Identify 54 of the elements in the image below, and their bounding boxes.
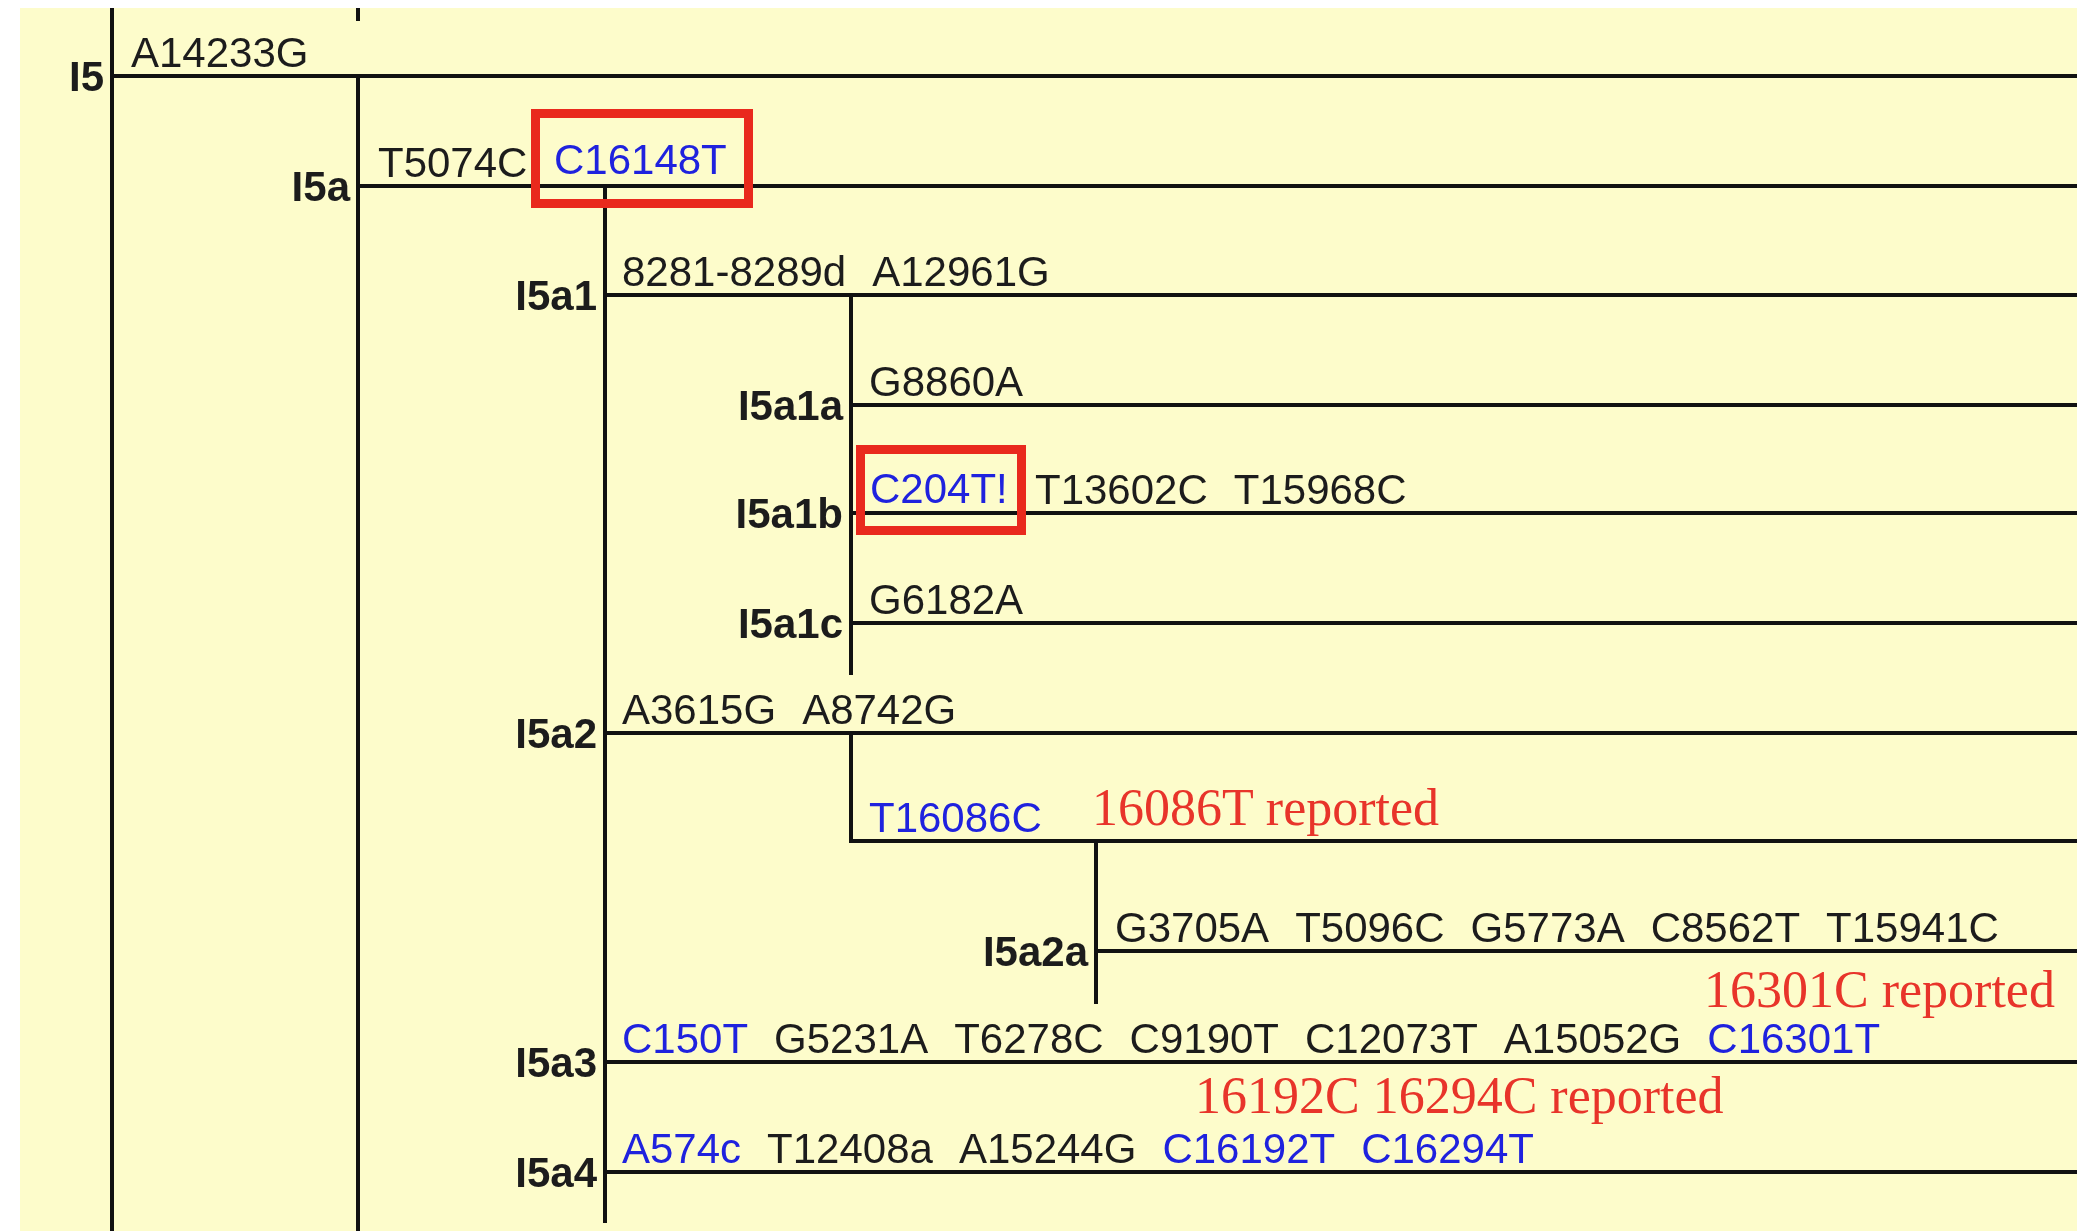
clade-label: I5 xyxy=(68,55,104,98)
clade-label: I5a1 xyxy=(515,274,597,317)
mutation-label: C150T xyxy=(622,1017,749,1060)
mutation-label: T12408a xyxy=(767,1127,933,1170)
clade-label: I5a1b xyxy=(735,492,843,535)
clade-label: I5a1c xyxy=(737,602,843,645)
clade-label: I5a3 xyxy=(515,1041,597,1084)
branch-connector xyxy=(1094,843,1098,949)
mutation-label: C204T! xyxy=(870,468,1009,510)
mutation-label: C12073T xyxy=(1305,1017,1478,1060)
mutation-label: A14233G xyxy=(131,31,309,74)
mutation-label: T13602C xyxy=(1035,468,1208,511)
branch-connector xyxy=(603,188,607,293)
branch-connector xyxy=(849,515,853,621)
mutation-label: G6182A xyxy=(869,578,1024,621)
branch-connector xyxy=(603,735,607,1060)
mutation-label: T16086C xyxy=(869,796,1042,839)
mutation-label: T15941C xyxy=(1826,906,1999,949)
mutation-label: C8562T xyxy=(1650,906,1801,949)
mutation-label: A574c xyxy=(622,1127,742,1170)
mutation-label: T5096C xyxy=(1295,906,1445,949)
mutation-label: A12961G xyxy=(872,250,1050,293)
mutation-label: T6278C xyxy=(954,1017,1104,1060)
branch-connector xyxy=(603,297,607,731)
note-text: 16301C reported xyxy=(1704,963,2055,1016)
mutation-label: C16294T xyxy=(1361,1127,1534,1170)
branch-connector xyxy=(849,735,853,839)
mutation-label: C16148T xyxy=(554,139,728,181)
mutation-label: G5231A xyxy=(774,1017,929,1060)
mutation-label: A15244G xyxy=(958,1127,1137,1170)
mutation-label: G5773A xyxy=(1470,906,1625,949)
mutation-label: A3615G xyxy=(622,688,777,731)
mutation-label: C9190T xyxy=(1129,1017,1280,1060)
mutation-label: A15052G xyxy=(1503,1017,1682,1060)
clade-label: I5a xyxy=(291,165,350,208)
mutation-label: C16192T xyxy=(1162,1127,1336,1170)
clade-label: I5a1a xyxy=(737,384,843,427)
mutation-label: T15968C xyxy=(1233,468,1407,511)
branch-connector xyxy=(849,407,853,511)
mutation-label: A8742G xyxy=(802,688,957,731)
branch-connector xyxy=(849,297,853,403)
note-text: 16192C 16294C reported xyxy=(1195,1069,1724,1122)
branch-connector xyxy=(603,1064,607,1170)
mutation-label: G3705A xyxy=(1115,906,1270,949)
clade-label: I5a2a xyxy=(982,930,1088,973)
clade-label: I5a4 xyxy=(515,1151,597,1194)
mutation-label: T5074C xyxy=(378,141,528,184)
clade-label: I5a2 xyxy=(515,712,597,755)
mutation-label: G8860A xyxy=(869,360,1024,403)
mutation-label: C16301T xyxy=(1707,1017,1881,1060)
branch-connector xyxy=(356,78,360,184)
note-text: 16086T reported xyxy=(1092,781,1440,834)
mutation-label: 8281-8289d xyxy=(622,250,847,293)
branch-connector xyxy=(110,8,114,74)
